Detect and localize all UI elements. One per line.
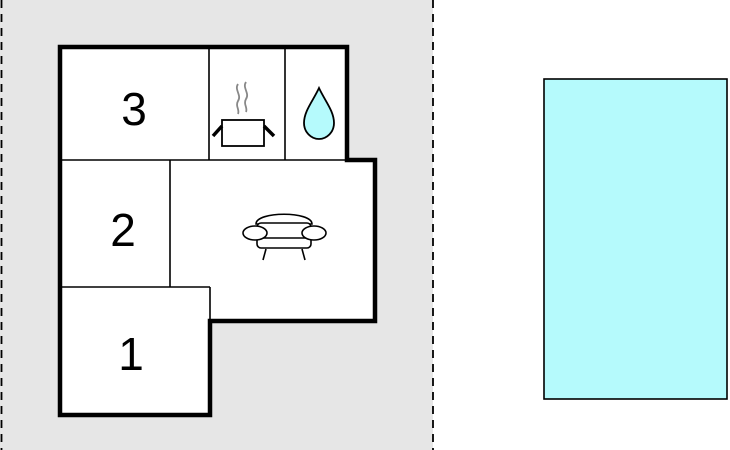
sofa-icon bbox=[242, 213, 327, 261]
room-3-label: 3 bbox=[121, 83, 147, 135]
house-outline bbox=[57, 44, 378, 418]
water-drop-icon bbox=[303, 85, 335, 140]
swimming-pool bbox=[543, 78, 728, 400]
room-1-label: 1 bbox=[118, 328, 144, 380]
room-2-label: 2 bbox=[110, 204, 136, 256]
cooking-pot-icon bbox=[211, 81, 276, 147]
